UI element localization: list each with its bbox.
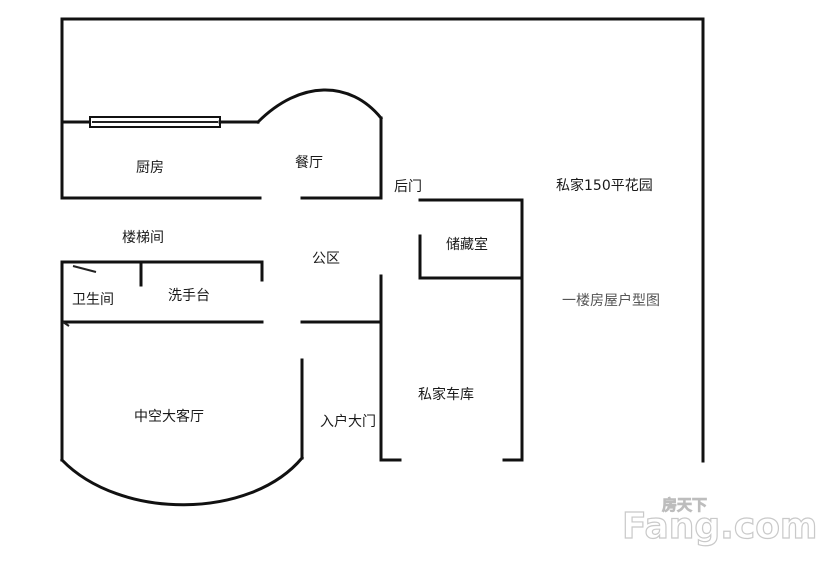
fang-watermark: 房天下 Fang.com — [621, 496, 818, 548]
outer-walls — [60, 17, 705, 463]
watermark-en: Fang.com — [622, 506, 817, 547]
storage-label: 储藏室 — [446, 236, 488, 253]
garage-walls — [379, 274, 524, 462]
living-room-label: 中空大客厅 — [134, 408, 204, 425]
bathroom-label: 卫生间 — [72, 292, 114, 308]
floor-plan-title-label: 一楼房屋户型图 — [562, 292, 660, 309]
interior-walls — [60, 196, 383, 327]
kitchen-label: 厨房 — [136, 160, 164, 176]
garage-label: 私家车库 — [418, 386, 474, 403]
dining-bay-wall — [255, 88, 384, 125]
washstand-label: 洗手台 — [168, 288, 210, 304]
stairwell-label: 楼梯间 — [122, 230, 164, 246]
entrance-label: 入户大门 — [320, 413, 376, 430]
back-door-label: 后门 — [394, 179, 422, 195]
kitchen-window — [60, 116, 260, 128]
public-area-label: 公区 — [312, 251, 340, 267]
watermark-cn: 房天下 — [662, 496, 707, 514]
garden-label: 私家150平花园 — [556, 177, 653, 194]
storage-walls — [418, 198, 524, 320]
dining-label: 餐厅 — [295, 155, 323, 171]
living-room-curved-wall — [59, 455, 305, 507]
